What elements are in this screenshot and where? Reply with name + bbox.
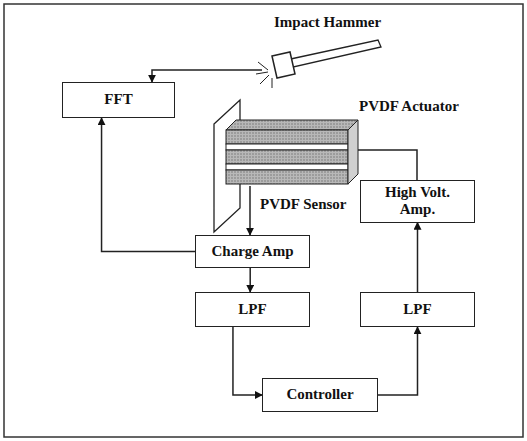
device-label: PVDF Sensor [258, 196, 349, 213]
actuator-wire [358, 150, 417, 180]
stack-top-face [226, 120, 358, 130]
filter-box: LPF [195, 292, 310, 327]
device-label: Impact Hammer [272, 14, 383, 31]
box-label: LPF [403, 301, 431, 318]
impact-spark [256, 62, 272, 88]
signal-connector [102, 118, 195, 252]
box-label: Controller [286, 386, 353, 403]
hammer-head [272, 52, 295, 78]
stack-side-face [348, 120, 358, 184]
bond-layer [226, 144, 348, 150]
box-label: Charge Amp [211, 243, 293, 260]
amplifier-box: High Volt. Amp. [360, 180, 475, 223]
sensor-wire [249, 186, 251, 235]
pvdf-layer [226, 130, 348, 144]
fft-box: FFT [62, 82, 175, 118]
signal-connector [233, 327, 262, 395]
signal-connector [378, 327, 418, 395]
pvdf-layer [226, 150, 348, 164]
impact-hammer [256, 40, 381, 88]
pvdf-stack [226, 120, 358, 184]
signal-connector [417, 223, 419, 293]
pvdf-layer [226, 170, 348, 184]
signal-connector [249, 268, 251, 292]
hammer-handle [286, 40, 381, 68]
amplifier-box: Charge Amp [195, 235, 310, 268]
device-label: PVDF Actuator [357, 98, 461, 115]
box-label: FFT [104, 91, 132, 108]
hammer-signal-wire [152, 70, 262, 82]
frame-border [4, 4, 523, 437]
filter-box: LPF [360, 292, 475, 327]
bond-layer [226, 164, 348, 170]
box-label: High Volt. Amp. [375, 184, 461, 219]
box-label: LPF [238, 301, 266, 318]
controller-box: Controller [262, 378, 378, 412]
